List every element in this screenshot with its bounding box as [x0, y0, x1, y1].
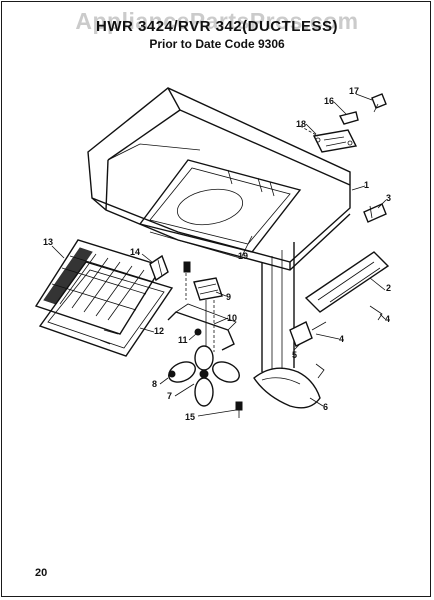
- callout-10: 10: [227, 313, 237, 323]
- switch-bracket: [289, 321, 327, 379]
- callout-17: 17: [349, 86, 359, 96]
- callout-16: 16: [324, 96, 334, 106]
- side-panel: [304, 251, 390, 321]
- motor-assembly: [167, 261, 237, 360]
- callout-11: 11: [178, 335, 188, 345]
- callout-labels: 1 2 3 4 4 5 6 7 8 9 10 11 12 13 14 15 16…: [43, 86, 391, 422]
- callout-18: 18: [296, 119, 306, 129]
- callout-14: 14: [130, 247, 140, 257]
- callout-4a: 4: [339, 334, 344, 344]
- hood-housing: [87, 87, 351, 271]
- top-hardware: [299, 93, 387, 153]
- latch: [149, 254, 169, 282]
- callout-7: 7: [167, 391, 172, 401]
- side-clip: [363, 203, 387, 223]
- filter-frame: [38, 261, 174, 357]
- callout-9: 9: [226, 292, 231, 302]
- callout-13: 13: [43, 237, 53, 247]
- callout-19: 19: [238, 251, 248, 261]
- page-number: 20: [35, 567, 48, 579]
- callout-12: 12: [154, 326, 164, 336]
- wire-duct: [253, 242, 321, 409]
- watermark: AppliancePartsPros.com: [75, 8, 359, 34]
- callout-2: 2: [386, 283, 391, 293]
- leader-lines: [51, 93, 387, 417]
- callout-3: 3: [386, 193, 391, 203]
- fan-blade: [168, 345, 243, 418]
- callout-4b: 4: [385, 314, 390, 324]
- diagram-subtitle: Prior to Date Code 9306: [149, 37, 285, 51]
- diagram-title: HWR 3424/RVR 342(DUCTLESS): [96, 18, 338, 35]
- callout-8: 8: [152, 379, 157, 389]
- grease-filter: [34, 239, 164, 335]
- callout-1: 1: [364, 180, 369, 190]
- callout-15: 15: [185, 412, 195, 422]
- callout-5: 5: [292, 350, 297, 360]
- callout-6: 6: [323, 402, 328, 412]
